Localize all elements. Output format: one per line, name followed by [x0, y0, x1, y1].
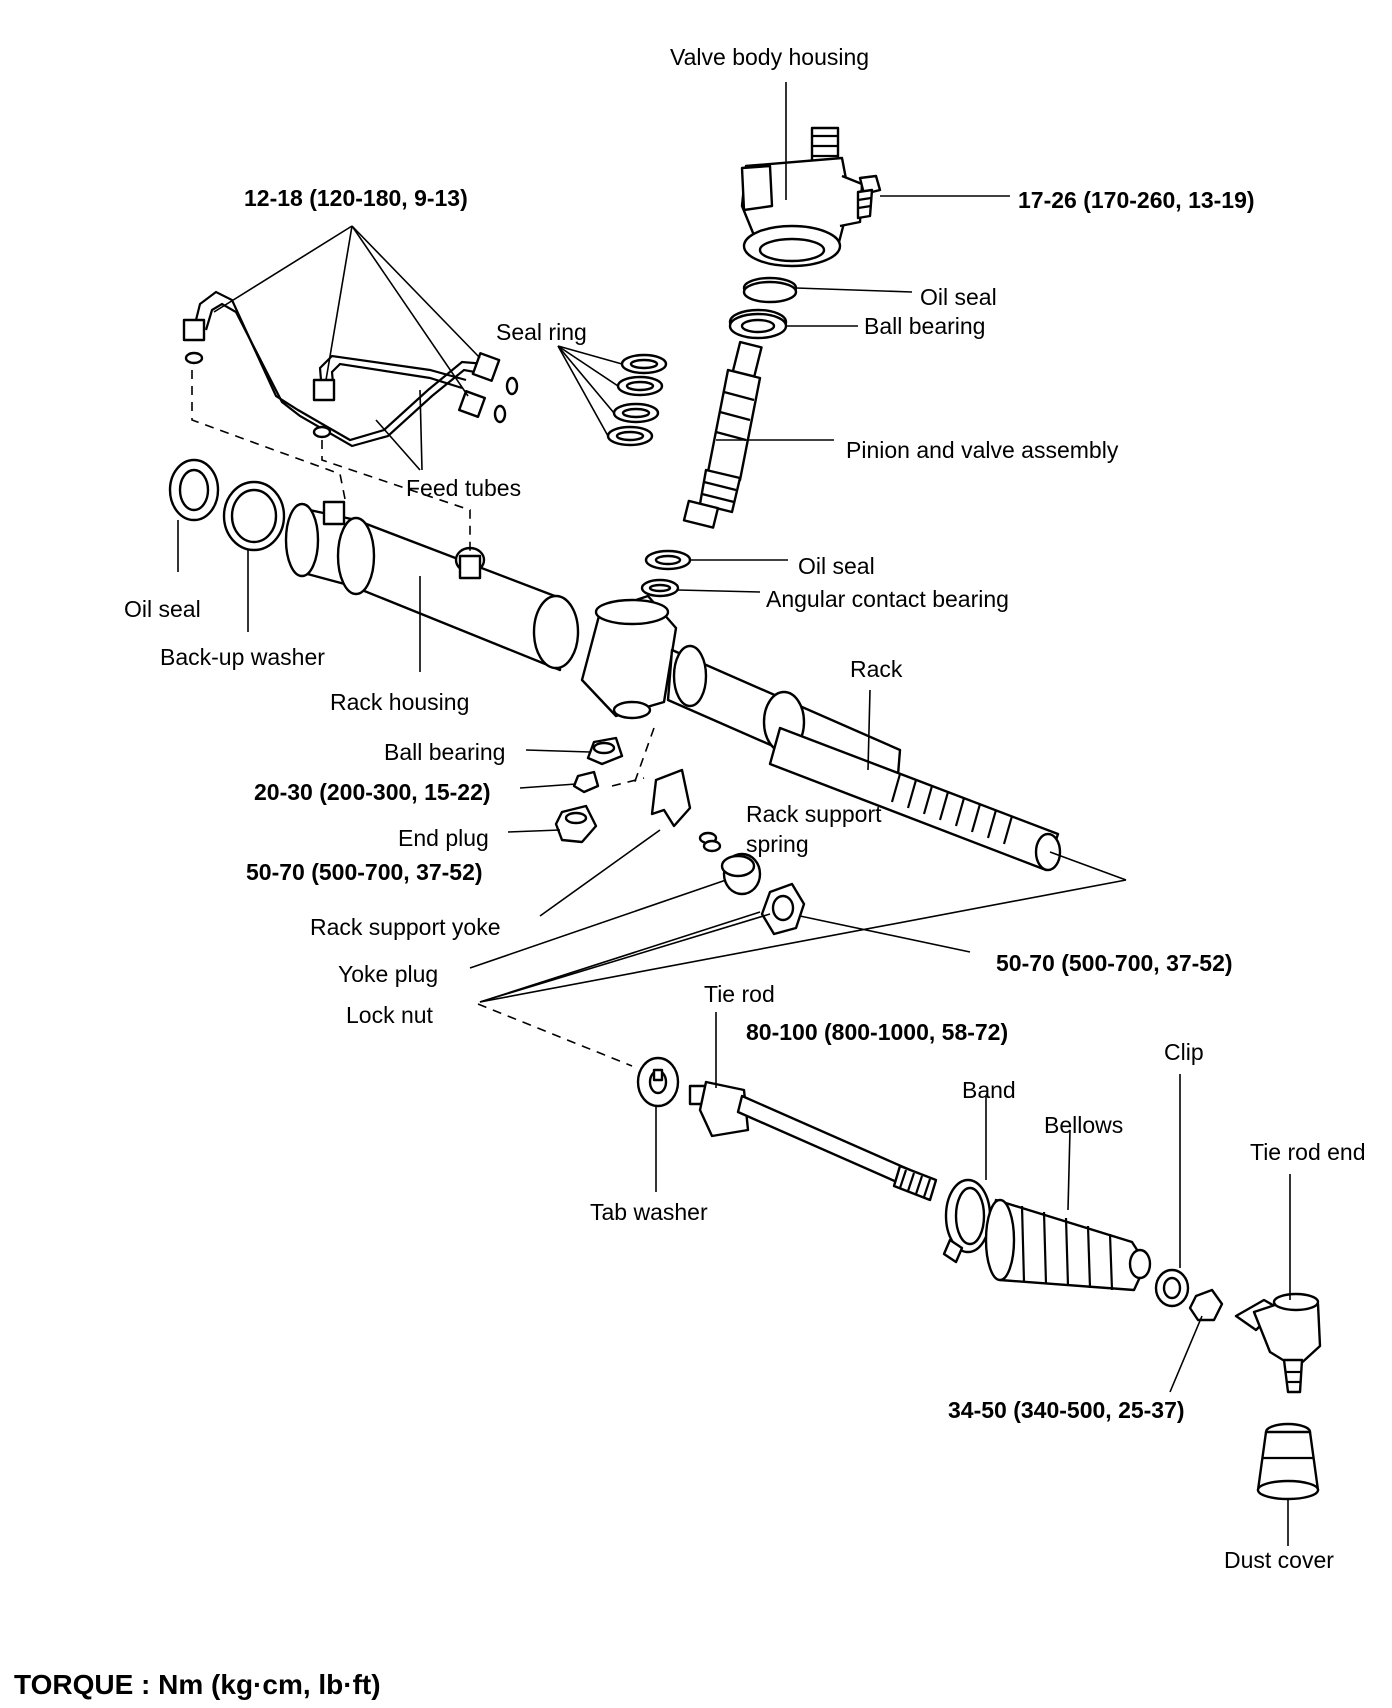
tie-rod-end-part: [1234, 1292, 1322, 1394]
valve-body-bolt-part: [856, 174, 882, 220]
rack-support-yoke-part: [650, 768, 692, 828]
label-oil-seal-mid: Oil seal: [798, 553, 875, 579]
band-part: [942, 1178, 992, 1264]
bellows-part: [984, 1198, 1152, 1292]
label-pinion-valve-assembly: Pinion and valve assembly: [846, 437, 1119, 463]
oil-seal-top-part: [742, 276, 798, 304]
backup-washer-part: [222, 480, 286, 552]
feed-tubes-part: [182, 290, 519, 448]
lock-nut-part: [760, 882, 806, 936]
label-tie-rod: Tie rod: [704, 981, 775, 1007]
label-rack: Rack: [850, 656, 903, 682]
label-rack-support-spring-2: spring: [746, 831, 809, 857]
label-end-plug: End plug: [398, 825, 489, 851]
label-rack-support-yoke: Rack support yoke: [310, 914, 500, 940]
label-angular-contact-bearing: Angular contact bearing: [766, 586, 1009, 612]
torque-valve-body-bolts: 17-26 (170-260, 13-19): [1018, 187, 1255, 213]
angular-contact-bearing-part: [640, 578, 680, 598]
rack-part: [768, 726, 1062, 872]
seal-ring-parts: [606, 353, 668, 447]
oil-seal-left-part: [168, 458, 220, 522]
label-clip: Clip: [1164, 1039, 1204, 1065]
label-feed-tubes: Feed tubes: [406, 475, 521, 501]
yoke-plug-part: [720, 852, 762, 896]
tie-rod-end-nut-part: [1188, 1288, 1224, 1322]
label-yoke-plug: Yoke plug: [338, 961, 438, 987]
rack-support-spring-part: [698, 831, 722, 853]
label-oil-seal-left: Oil seal: [124, 596, 201, 622]
label-backup-washer: Back-up washer: [160, 644, 325, 670]
label-seal-ring: Seal ring: [496, 319, 587, 345]
label-oil-seal-top: Oil seal: [920, 284, 997, 310]
clip-part: [1154, 1268, 1190, 1308]
tab-washer-part: [636, 1056, 680, 1108]
torque-ball-bearing-nut: 20-30 (200-300, 15-22): [254, 779, 491, 805]
torque-tie-rod-end-nut: 34-50 (340-500, 25-37): [948, 1397, 1185, 1423]
torque-tie-rod: 80-100 (800-1000, 58-72): [746, 1019, 1008, 1045]
label-valve-body-housing: Valve body housing: [670, 44, 869, 70]
torque-feed-tube-nuts: 12-18 (120-180, 9-13): [244, 185, 468, 211]
nut-part: [572, 770, 600, 794]
dust-cover-part: [1256, 1422, 1320, 1501]
valve-body-housing-part: [740, 126, 864, 268]
tie-rod-part: [688, 1080, 938, 1202]
label-ball-bearing-low: Ball bearing: [384, 739, 505, 765]
oil-seal-mid-part: [644, 549, 692, 571]
label-rack-housing: Rack housing: [330, 689, 469, 715]
leader-lines: [177, 82, 1291, 1546]
ball-bearing-top-part: [728, 308, 788, 340]
torque-units-footer: TORQUE : Nm (kg·cm, lb·ft): [14, 1669, 381, 1700]
pinion-valve-assembly-part: [682, 340, 763, 529]
label-tie-rod-end: Tie rod end: [1250, 1139, 1366, 1165]
ball-bearing-low-part: [586, 736, 624, 766]
end-plug-part: [554, 804, 598, 844]
label-ball-bearing-top: Ball bearing: [864, 313, 985, 339]
label-lock-nut: Lock nut: [346, 1002, 434, 1028]
label-band: Band: [962, 1077, 1016, 1103]
label-tab-washer: Tab washer: [590, 1199, 708, 1225]
torque-lock-nut: 50-70 (500-700, 37-52): [996, 950, 1233, 976]
torque-end-plug: 50-70 (500-700, 37-52): [246, 859, 483, 885]
label-bellows: Bellows: [1044, 1112, 1123, 1138]
label-dust-cover: Dust cover: [1224, 1547, 1334, 1573]
label-rack-support-spring-1: Rack support: [746, 801, 882, 827]
